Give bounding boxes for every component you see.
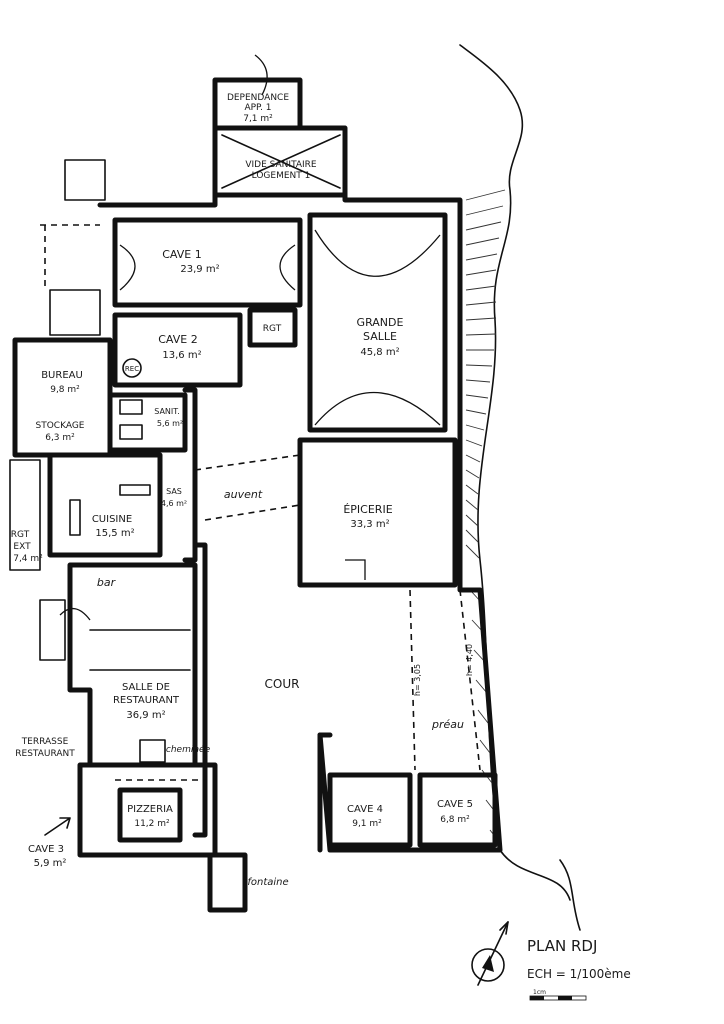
scale-text: ECH = 1/100ème: [527, 967, 631, 981]
auvent-label: auvent: [224, 488, 263, 501]
dependance-sub-label: APP. 1: [244, 103, 271, 113]
preau-height-2: h= 4,40: [465, 644, 474, 676]
grande-salle-sub-label: SALLE: [363, 330, 397, 343]
fixtures: [9, 159, 191, 763]
restaurant-label: SALLE DE: [122, 682, 170, 693]
stockage-area: 6,3 m²: [45, 433, 75, 443]
dependance-label: DEPENDANCE: [227, 93, 289, 103]
cuisine-label: CUISINE: [92, 514, 132, 525]
terrasse-sub-label: RESTAURANT: [15, 749, 75, 759]
sanit-label: SANIT.: [154, 407, 180, 416]
preau-height-1: h= 3,05: [413, 664, 422, 696]
fontaine-label: fontaine: [247, 877, 288, 888]
grande-salle-area: 45,8 m²: [360, 347, 399, 358]
stockage-label: STOCKAGE: [36, 421, 85, 431]
rgt-label: RGT: [263, 324, 282, 334]
cour-label: COUR: [265, 677, 300, 691]
preau-label: préau: [431, 718, 464, 731]
cave3-label: CAVE 3: [28, 844, 64, 855]
rgt-ext-area: 7,4 m²: [13, 554, 43, 564]
restaurant-area: 36,9 m²: [126, 710, 165, 721]
cave1-area: 23,9 m²: [180, 264, 219, 275]
sas-area: 4,6 m²: [161, 499, 187, 508]
room-labels: DEPENDANCE APP. 1 7,1 m² VIDE SANITAIRE …: [11, 93, 474, 888]
epicerie-area: 33,3 m²: [350, 519, 389, 530]
pizzeria-area: 11,2 m²: [134, 819, 170, 829]
sas-label: SAS: [166, 487, 182, 496]
rgt-ext-sub-label: EXT: [13, 542, 31, 552]
cheminee-label: cheminée: [166, 744, 211, 755]
sanit-area: 5,6 m²: [157, 419, 183, 428]
north-arrow-icon: [471, 921, 509, 986]
cave4-area: 9,1 m²: [352, 819, 382, 829]
pizzeria-label: PIZZERIA: [127, 804, 173, 815]
dashed-lines: [40, 224, 481, 781]
rgt-ext-label: RGT: [11, 530, 30, 540]
bureau-area: 9,8 m²: [50, 385, 80, 395]
building-walls: [12, 77, 503, 913]
terrain-hatching: [459, 44, 581, 931]
vide-sanitaire-label: VIDE SANITAIRE: [245, 160, 317, 170]
scale-bar-label: 1cm: [533, 989, 546, 996]
cuisine-area: 15,5 m²: [95, 528, 134, 539]
cave2-label: CAVE 2: [158, 333, 197, 346]
bureau-label: BUREAU: [41, 370, 83, 381]
epicerie-label: ÉPICERIE: [343, 503, 392, 516]
cave5-label: CAVE 5: [437, 799, 473, 810]
dependance-area: 7,1 m²: [243, 114, 273, 124]
vide-sanitaire-sub-label: LOGEMENT 1: [252, 171, 311, 181]
grande-salle-label: GRANDE: [357, 316, 404, 329]
terrasse-label: TERRASSE: [21, 737, 69, 747]
door-arcs: [59, 54, 441, 621]
rec-circle: [122, 358, 142, 378]
bar-label: bar: [97, 576, 117, 589]
cave4-label: CAVE 4: [347, 804, 383, 815]
rec-label: REC: [125, 365, 139, 373]
cave5-area: 6,8 m²: [440, 815, 470, 825]
title-block: PLAN RDJ ECH = 1/100ème 1cm: [527, 937, 631, 1001]
cave2-area: 13,6 m²: [162, 350, 201, 361]
cave1-label: CAVE 1: [162, 248, 201, 261]
plan-title: PLAN RDJ: [527, 937, 597, 955]
restaurant-sub-label: RESTAURANT: [113, 695, 180, 706]
cave3-pointer-arrow: [44, 817, 71, 836]
scale-bar: [529, 995, 587, 1001]
cave3-area: 5,9 m²: [34, 858, 67, 869]
